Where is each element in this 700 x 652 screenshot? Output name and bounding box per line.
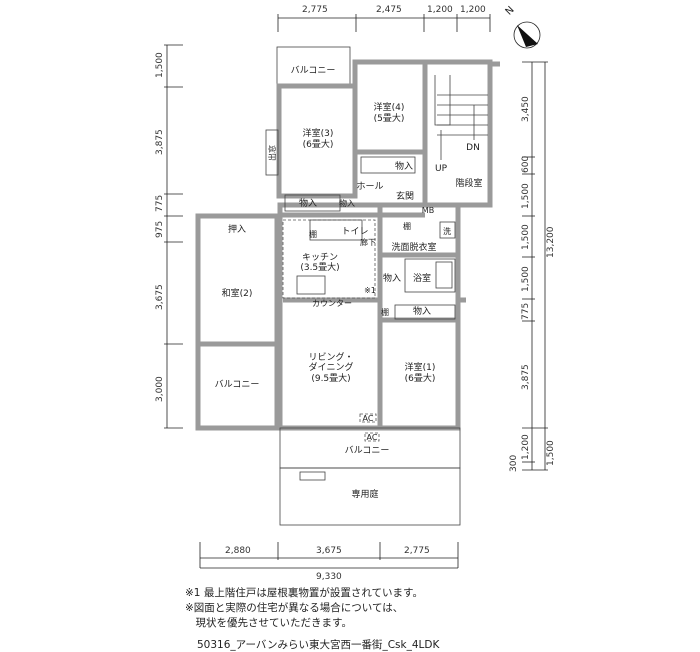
dim-left-3: 775 — [155, 195, 165, 212]
label-balcony-left: バルコニー — [215, 379, 260, 390]
label-living-size: (9.5畳大) — [311, 372, 350, 384]
label-hall: ホール — [356, 181, 383, 192]
north-compass-icon: N — [504, 5, 541, 49]
label-western3: 洋室(3) — [303, 127, 334, 139]
dim-bottom-1: 2,880 — [225, 546, 251, 556]
dim-right-7: 3,875 — [521, 364, 531, 390]
dim-right-2: 600 — [521, 156, 531, 173]
label-ac-1: AC — [363, 414, 374, 423]
plan-caption: 50316_アーバンみらい東大宮西一番街_Csk_4LDK — [197, 639, 440, 651]
label-western4-size: (5畳大) — [374, 112, 405, 124]
dim-right-3: 1,500 — [521, 183, 531, 209]
label-living-2: ダイニング — [308, 361, 353, 373]
label-shelf-a: 棚 — [403, 221, 411, 231]
room-labels: バルコニー 洋室(3) (6畳大) 洋室(4) (5畳大) 出窓 物入 ホール … — [215, 65, 483, 500]
dim-bottom-2: 3,675 — [316, 546, 342, 556]
label-kitchen: キッチン — [302, 252, 338, 263]
label-western4: 洋室(4) — [374, 101, 405, 113]
compass-north-label: N — [504, 5, 517, 18]
top-dimension-line: 2,775 2,475 1,200 1,200 — [277, 5, 491, 32]
bottom-dimension-line: 2,880 3,675 2,775 9,330 — [199, 542, 459, 582]
dim-left-2: 3,875 — [155, 129, 165, 155]
label-shelf-b: 棚 — [309, 229, 317, 239]
label-kitchen-size: (3.5畳大) — [300, 261, 339, 273]
dim-right-outer-2: 1,500 — [546, 440, 556, 466]
label-entrance: 玄関 — [396, 190, 414, 202]
dim-top-3: 1,200 — [427, 5, 453, 15]
label-balcony-top: バルコニー — [291, 65, 336, 76]
label-closet-d: 物入 — [413, 305, 431, 317]
label-counter: カウンター — [312, 299, 352, 308]
dim-left-5: 3,675 — [155, 284, 165, 310]
dim-right-6: 775 — [521, 303, 531, 320]
label-bay-window: 出窓 — [267, 145, 277, 161]
dim-top-4: 1,200 — [460, 5, 486, 15]
label-up: UP — [435, 164, 448, 174]
label-western1: 洋室(1) — [405, 361, 436, 373]
dim-right-8: 1,200 — [521, 434, 531, 460]
label-western1-size: (6畳大) — [405, 372, 436, 384]
label-japanese2: 和室(2) — [222, 287, 253, 299]
label-closet-c: 物入 — [383, 272, 401, 284]
dim-bottom-total: 9,330 — [316, 572, 342, 582]
label-closet-w4: 物入 — [395, 160, 413, 172]
label-dn: DN — [466, 143, 480, 153]
dim-right-outer-1: 13,200 — [546, 226, 556, 258]
note-2: ※図面と実際の住宅が異なる場合については、 — [185, 602, 404, 614]
label-washer: 洗 — [443, 226, 451, 236]
dim-right-4: 1,500 — [521, 224, 531, 250]
label-ac-2: AC — [367, 433, 378, 442]
label-western3-size: (6畳大) — [303, 138, 334, 150]
label-closet-b: 物入 — [339, 198, 355, 208]
dim-right-5: 1,500 — [521, 266, 531, 292]
label-private-garden: 専用庭 — [351, 488, 378, 500]
dim-top-1: 2,775 — [302, 5, 328, 15]
dim-right-1: 3,450 — [521, 96, 531, 122]
label-balcony-bottom: バルコニー — [345, 445, 390, 456]
dim-left-1: 1,500 — [155, 52, 165, 78]
dim-right-9: 300 — [509, 455, 519, 472]
right-dimension-lines: 3,450 600 1,500 1,500 1,500 775 3,875 1,… — [509, 61, 556, 472]
walls — [195, 46, 500, 526]
label-bath: 浴室 — [413, 272, 431, 284]
label-shelf-c: 棚 — [381, 307, 389, 317]
label-corridor: 廊下 — [360, 237, 376, 247]
left-dimension-line: 1,500 3,875 775 975 3,675 3,000 — [155, 44, 183, 429]
label-oshiire: 押入 — [228, 223, 246, 235]
dim-top-2: 2,475 — [376, 5, 402, 15]
dim-left-4: 975 — [155, 221, 165, 238]
note-3: 現状を優先させていただきます。 — [185, 617, 352, 629]
note-1: ※1 最上階住戸は屋根裏物置が設置されています。 — [185, 587, 423, 599]
label-stairwell: 階段室 — [455, 177, 482, 189]
label-mb: MB — [422, 206, 434, 215]
label-toilet: トイレ — [341, 227, 368, 237]
label-washroom: 洗面脱衣室 — [391, 241, 436, 253]
label-living-1: リビング・ — [308, 351, 353, 363]
dim-bottom-3: 2,775 — [404, 546, 430, 556]
dim-left-6: 3,000 — [155, 376, 165, 402]
label-closet-a: 物入 — [299, 197, 317, 209]
label-note-mark: ※1 — [364, 286, 376, 295]
